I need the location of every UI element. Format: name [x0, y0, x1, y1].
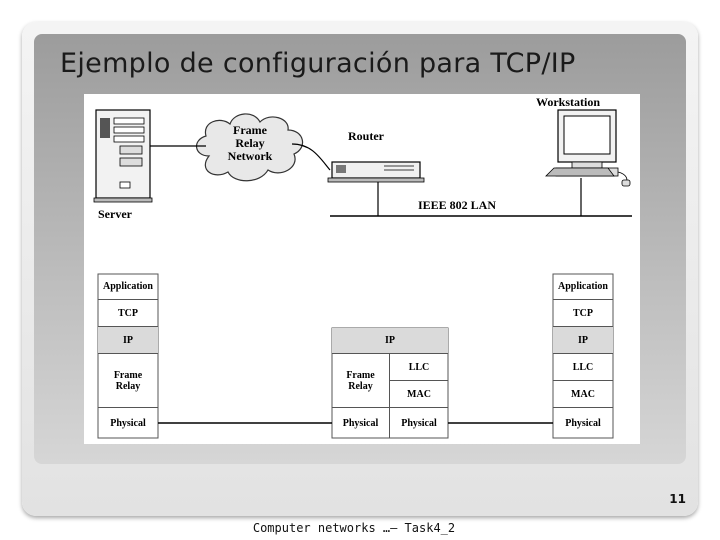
router-frame-relay-layer: Frame Relay [332, 354, 390, 408]
cloud-label: Frame Relay Network [227, 123, 273, 163]
lan-label: IEEE 802 LAN [418, 198, 497, 212]
diagram-graphics [93, 109, 632, 439]
router-icon [327, 161, 425, 183]
workstation-tcp-layer: TCP [553, 300, 613, 327]
footer: Computer networks …– Task4_2 [0, 521, 720, 535]
workstation-application-layer: Application [553, 274, 613, 300]
router-physical-left-layer: Physical [332, 408, 390, 438]
page-number: 11 [669, 492, 686, 506]
workstation-ip-layer: IP [553, 327, 613, 354]
footer-text: Computer networks …– Task4_2 [252, 521, 456, 535]
router-physical-right-layer: Physical [401, 417, 437, 429]
workstation-icon [545, 109, 631, 187]
router-mac-layer: MAC [390, 381, 448, 408]
server-physical-layer: Physical [110, 417, 146, 429]
server-application-layer: Application [98, 274, 158, 300]
server-frame-relay-layer: Frame Relay [98, 354, 158, 408]
workstation-mac-layer: MAC [553, 381, 613, 408]
router-label: Router [348, 129, 384, 143]
server-tcp-layer: TCP [98, 300, 158, 327]
frame-relay-cloud-icon [196, 113, 304, 182]
server-label: Server [98, 207, 132, 221]
workstation-label: Workstation [536, 95, 601, 109]
router-ip-layer: IP [332, 328, 448, 354]
workstation-llc-layer: LLC [553, 354, 613, 381]
server-ip-layer: IP [98, 327, 158, 354]
router-llc-layer: LLC [390, 354, 448, 381]
server-icon [93, 109, 153, 203]
tcpip-configuration-diagram: Server Workstation Router Frame Relay Ne… [84, 94, 640, 444]
workstation-physical-layer: Physical [565, 417, 601, 429]
slide-title: Ejemplo de configuración para TCP/IP [60, 48, 576, 79]
